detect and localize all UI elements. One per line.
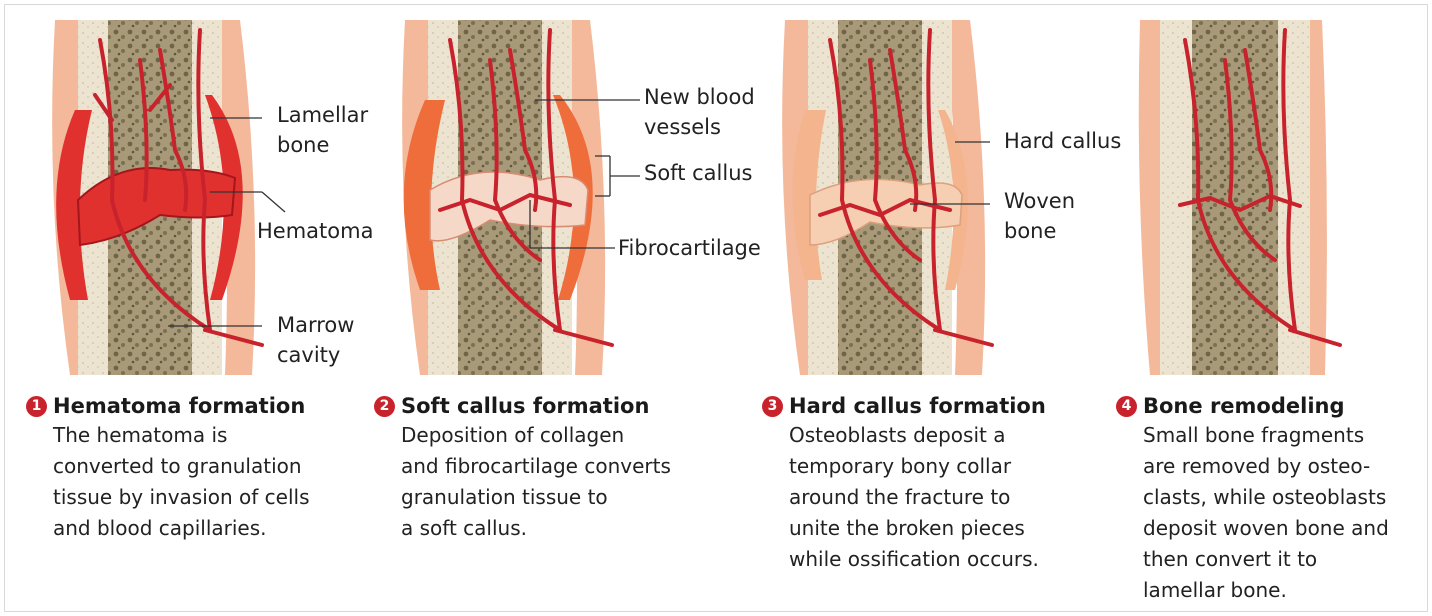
label-marrow-cavity: Marrow cavity — [277, 310, 354, 370]
label-woven-bone: Woven bone — [1004, 186, 1075, 246]
step-description: Osteoblasts deposit a temporary bony col… — [789, 420, 1102, 575]
step-description: Deposition of collagen and fibrocartilag… — [401, 420, 714, 544]
step-4: 4 Bone remodeling Small bone fragments a… — [1116, 392, 1426, 606]
step-description: The hematoma is converted to granulation… — [53, 420, 366, 544]
step-number-badge: 2 — [374, 396, 395, 417]
step-title: Hard callus formation — [789, 392, 1046, 420]
panel-bone-remodeling — [1139, 20, 1340, 375]
panel-hematoma-formation — [52, 20, 285, 375]
panel-soft-callus-formation — [402, 20, 640, 375]
label-fibrocartilage: Fibrocartilage — [618, 233, 761, 263]
step-title: Soft callus formation — [401, 392, 649, 420]
label-hematoma: Hematoma — [257, 216, 373, 246]
step-title: Bone remodeling — [1143, 392, 1345, 420]
fracture-healing-illustrations — [0, 0, 1432, 380]
label-hard-callus: Hard callus — [1004, 126, 1121, 156]
cortex-left — [1160, 20, 1192, 375]
label-new-blood-vessels: New blood vessels — [644, 82, 755, 142]
panel-hard-callus-formation — [782, 20, 992, 375]
step-1: 1 Hematoma formation The hematoma is con… — [26, 392, 366, 544]
step-description: Small bone fragments are removed by oste… — [1143, 420, 1426, 606]
step-number-badge: 3 — [762, 396, 783, 417]
label-soft-callus: Soft callus — [644, 158, 752, 188]
step-2: 2 Soft callus formation Deposition of co… — [374, 392, 714, 544]
step-number-badge: 4 — [1116, 396, 1137, 417]
step-number-badge: 1 — [26, 396, 47, 417]
label-lamellar-bone: Lamellar bone — [277, 100, 368, 160]
step-title: Hematoma formation — [53, 392, 305, 420]
step-3: 3 Hard callus formation Osteoblasts depo… — [762, 392, 1102, 575]
